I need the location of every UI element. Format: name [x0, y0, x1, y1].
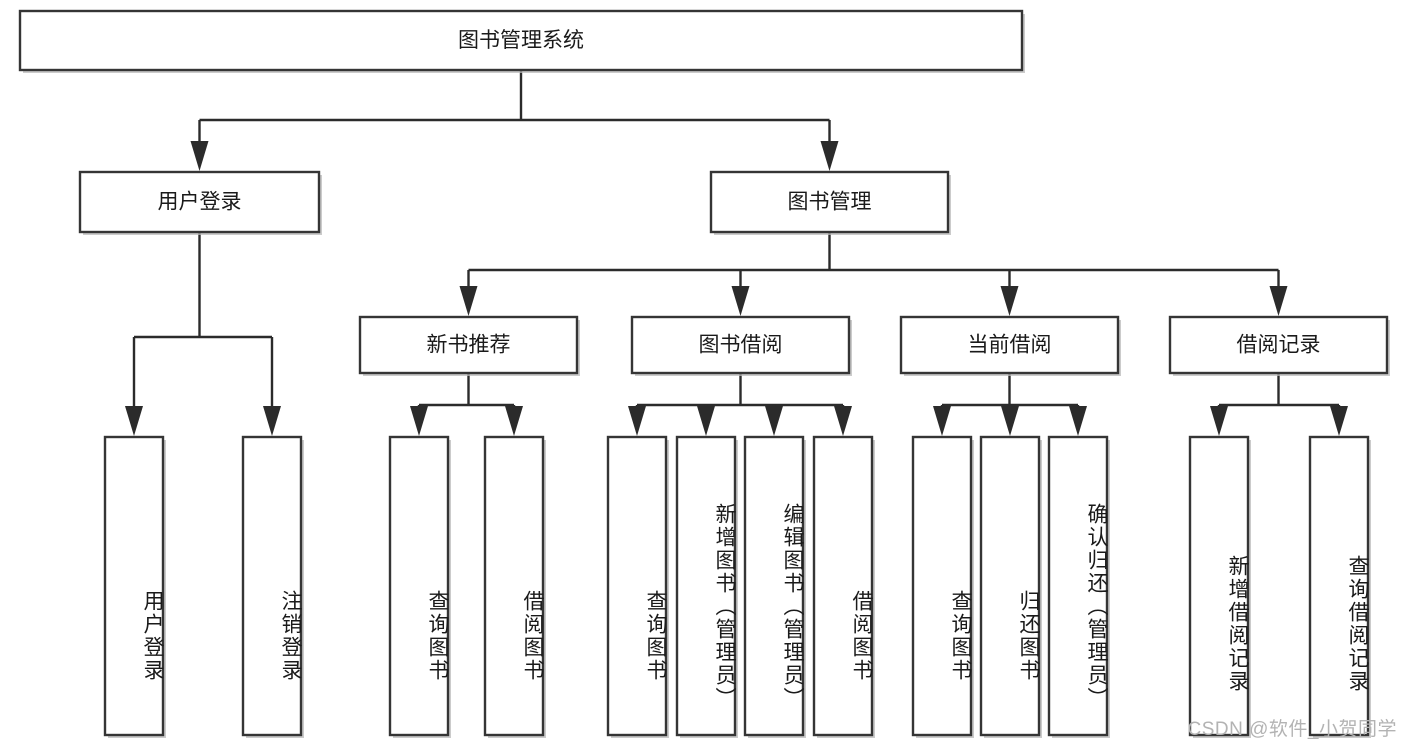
- node-box-l-user-login[interactable]: [103, 435, 165, 737]
- node-label-n-current: 当前借阅: [968, 334, 1052, 357]
- edge-arrowhead: [1069, 406, 1087, 436]
- node-box-root[interactable]: [18, 9, 1024, 72]
- node-box-l-nb-borrow[interactable]: [483, 435, 545, 737]
- node-label-n-records: 借阅记录: [1237, 334, 1321, 357]
- edge-arrowhead: [933, 406, 951, 436]
- edge-layer: [125, 70, 1348, 436]
- edge-arrowhead: [834, 406, 852, 436]
- edge-arrowhead: [125, 406, 143, 436]
- node-box-l-cur-confirm[interactable]: [1047, 435, 1109, 737]
- edge-arrowhead: [1269, 286, 1288, 316]
- node-box-l-bw-borrow[interactable]: [812, 435, 874, 737]
- node-box-l-cur-return[interactable]: [979, 435, 1041, 737]
- edge-arrowhead: [1330, 406, 1348, 436]
- node-box-l-nb-query[interactable]: [388, 435, 450, 737]
- edge-arrowhead: [628, 406, 646, 436]
- node-label-n-book-mgmt: 图书管理: [788, 191, 872, 214]
- edge-arrowhead: [505, 406, 523, 436]
- node-box-l-cur-query[interactable]: [911, 435, 973, 737]
- edge-arrowhead: [410, 406, 428, 436]
- edge-arrowhead: [1210, 406, 1228, 436]
- edge-arrowhead: [765, 406, 783, 436]
- node-box-n-records[interactable]: [1168, 315, 1389, 375]
- node-box-l-bw-add[interactable]: [675, 435, 737, 737]
- node-label-root: 图书管理系统: [458, 29, 584, 52]
- node-box-n-user-login[interactable]: [78, 170, 321, 234]
- node-box-l-bw-query[interactable]: [606, 435, 668, 737]
- edge-arrowhead: [697, 406, 715, 436]
- edge-arrowhead: [731, 286, 750, 316]
- edge-arrowhead: [263, 406, 281, 436]
- node-box-l-rec-query[interactable]: [1308, 435, 1370, 737]
- node-box-n-current[interactable]: [899, 315, 1120, 375]
- edge-arrowhead: [1001, 406, 1019, 436]
- node-label-n-user-login: 用户登录: [158, 191, 242, 214]
- edge-arrowhead: [820, 141, 839, 171]
- csdn-watermark: CSDN @软件_小贺同学: [1187, 719, 1397, 740]
- node-box-n-new-books[interactable]: [358, 315, 579, 375]
- edge-arrowhead: [1000, 286, 1019, 316]
- node-box-n-borrow[interactable]: [630, 315, 851, 375]
- edge-arrowhead: [459, 286, 478, 316]
- node-label-n-new-books: 新书推荐: [427, 334, 511, 357]
- node-box-l-rec-add[interactable]: [1188, 435, 1250, 737]
- node-box-n-book-mgmt[interactable]: [709, 170, 950, 234]
- node-box-l-bw-edit[interactable]: [743, 435, 805, 737]
- edge-arrowhead: [190, 141, 209, 171]
- node-box-l-logout[interactable]: [241, 435, 303, 737]
- node-layer: [18, 9, 1390, 738]
- node-label-n-borrow: 图书借阅: [699, 334, 783, 357]
